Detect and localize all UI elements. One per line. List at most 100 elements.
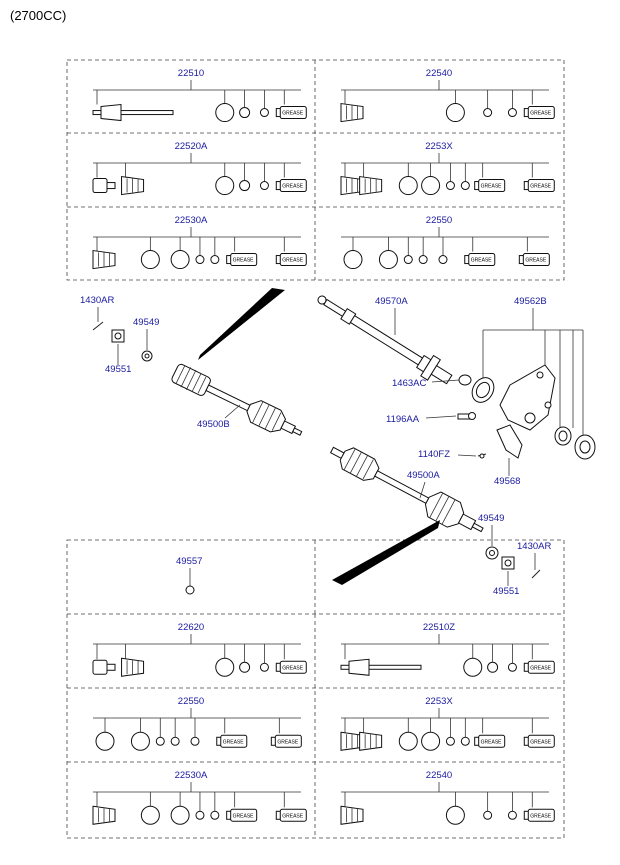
kit-cell-22530a[interactable]: 22530A GREASE GREASE [92,215,307,270]
bottom-grid-frame [66,539,565,839]
ring [95,731,115,751]
svg-text:GREASE: GREASE [233,258,255,264]
svg-text:GREASE: GREASE [282,258,304,264]
callout-49562b[interactable]: 49562B [514,296,547,307]
kit-code[interactable]: 22540 [426,68,452,79]
kit-code[interactable]: 22520A [175,141,208,152]
grease-tube [468,253,496,267]
grease-tube [522,253,550,267]
callout-1430ar-right[interactable]: 1430AR [517,541,551,552]
bearing-bracket [499,364,556,431]
ring [155,736,165,746]
callout-49551-left[interactable]: 49551 [105,364,131,375]
ring [421,176,441,196]
grease-tube [279,179,307,193]
cv-joint [92,178,108,194]
svg-text:GREASE: GREASE [530,813,552,819]
ring [463,657,483,677]
ring [460,736,470,746]
ring [130,731,150,751]
callout-49568[interactable]: 49568 [494,476,520,487]
grease-tube [527,179,555,193]
callout-1140fz[interactable]: 1140FZ [418,449,450,460]
svg-text:GREASE: GREASE [530,184,552,190]
grease-tube [230,808,258,822]
axle-shaft [92,110,174,116]
kit-code[interactable]: 22550 [178,696,204,707]
standalone-49557[interactable]: 49557 [176,556,202,595]
kit-code[interactable]: 2253X [425,141,453,152]
ring [445,736,455,746]
ring [195,255,205,265]
shaft-motion-mark [198,288,285,360]
grease-tube [478,734,506,748]
kit-code[interactable]: 22620 [178,622,204,633]
kit-code[interactable]: 22550 [426,215,452,226]
grease-tube [279,253,307,267]
right-shaft-assembly: 49500A 49549 49551 1430AR [329,446,551,597]
ring [215,176,235,196]
ring [403,255,413,265]
axle-shaft [340,664,422,670]
ring [170,250,190,270]
ring [195,810,205,820]
ring [239,180,251,192]
part-code-49557[interactable]: 49557 [176,556,202,567]
kit-code[interactable]: 22540 [426,770,452,781]
kit-code[interactable]: 22510 [178,68,204,79]
callout-1196aa[interactable]: 1196AA [386,414,420,425]
svg-text:GREASE: GREASE [282,111,304,117]
clip-ring [185,585,195,595]
top-kit-grid [66,59,565,281]
ring [170,805,190,825]
ring [190,736,200,746]
kit-code[interactable]: 2253X [425,696,453,707]
grease-tube [230,253,258,267]
callout-49549-left[interactable]: 49549 [133,317,159,328]
ring [445,805,465,825]
ring [398,731,418,751]
ring [483,810,493,820]
kit-code[interactable]: 22530A [175,770,208,781]
ring [418,255,428,265]
grease-tube [478,179,506,193]
ring [215,657,235,677]
callout-1430ar-left[interactable]: 1430AR [80,295,114,306]
ring [507,108,517,118]
kit-code[interactable]: 22530A [175,215,208,226]
ring [239,107,251,119]
callout-49500a[interactable]: 49500A [407,470,440,481]
ring [259,181,269,191]
kit-code[interactable]: 22510Z [423,622,455,633]
engine-variant-title: (2700CC) [10,8,66,23]
callout-1463ac[interactable]: 1463AC [392,378,426,389]
ring [343,250,363,270]
kit-cell-22510z[interactable]: 22510Z GREASE [340,622,555,677]
ring [140,250,160,270]
grease-tube [527,734,555,748]
svg-text:GREASE: GREASE [471,258,493,264]
grease-tube [279,808,307,822]
svg-text:GREASE: GREASE [530,665,552,671]
callout-49551-right[interactable]: 49551 [493,586,519,597]
ring [259,662,269,672]
callout-49549-right[interactable]: 49549 [478,513,504,524]
callout-49500b[interactable]: 49500B [197,419,230,430]
callout-49570a[interactable]: 49570A [375,296,408,307]
svg-text:GREASE: GREASE [233,813,255,819]
shaft-motion-mark-right [332,520,440,585]
svg-text:GREASE: GREASE [525,258,547,264]
ring [140,805,160,825]
ring [507,662,517,672]
